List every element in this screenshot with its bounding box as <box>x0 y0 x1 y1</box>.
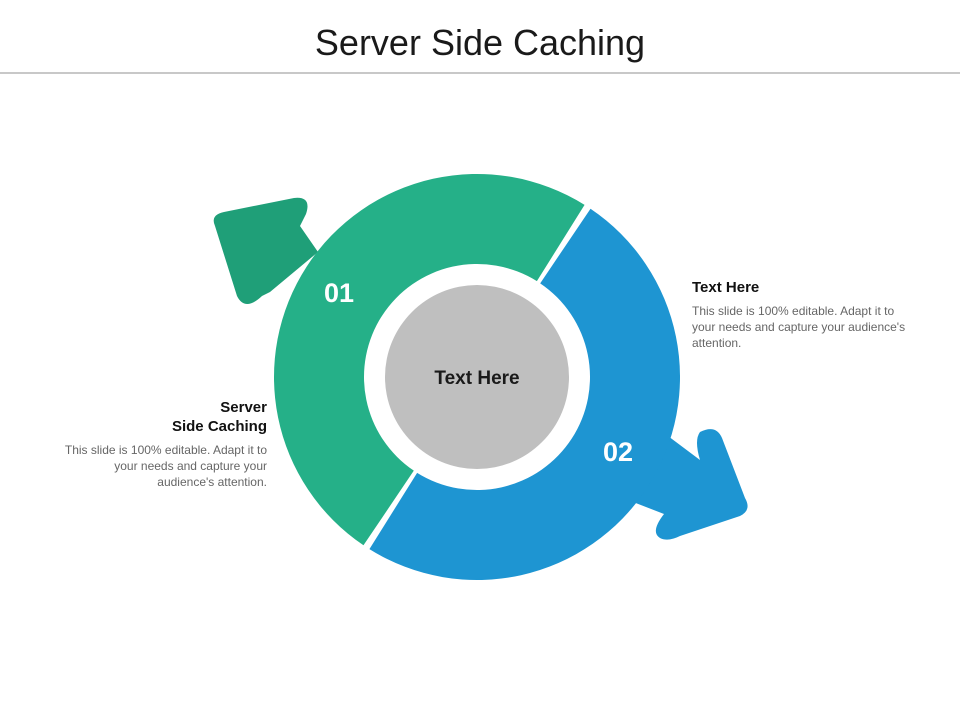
left-text-block: Server Side Caching This slide is 100% e… <box>60 398 267 490</box>
left-body: This slide is 100% editable. Adapt it to… <box>64 443 267 489</box>
segment-02-ring <box>369 208 680 580</box>
left-heading: Server Side Caching <box>171 399 267 435</box>
title-divider <box>0 72 960 74</box>
center-label: Text Here <box>434 368 519 389</box>
center-circle <box>385 285 569 469</box>
right-text-block: Text Here This slide is 100% editable. A… <box>692 278 907 351</box>
segment-01-ring <box>273 173 585 546</box>
segment-01-number: 01 <box>324 278 354 308</box>
right-heading: Text Here <box>692 279 760 296</box>
right-body: This slide is 100% editable. Adapt it to… <box>692 304 906 350</box>
segment-02-number: 02 <box>603 437 633 467</box>
segment-01-arrow <box>213 197 318 304</box>
page-title: Server Side Caching <box>314 22 646 63</box>
